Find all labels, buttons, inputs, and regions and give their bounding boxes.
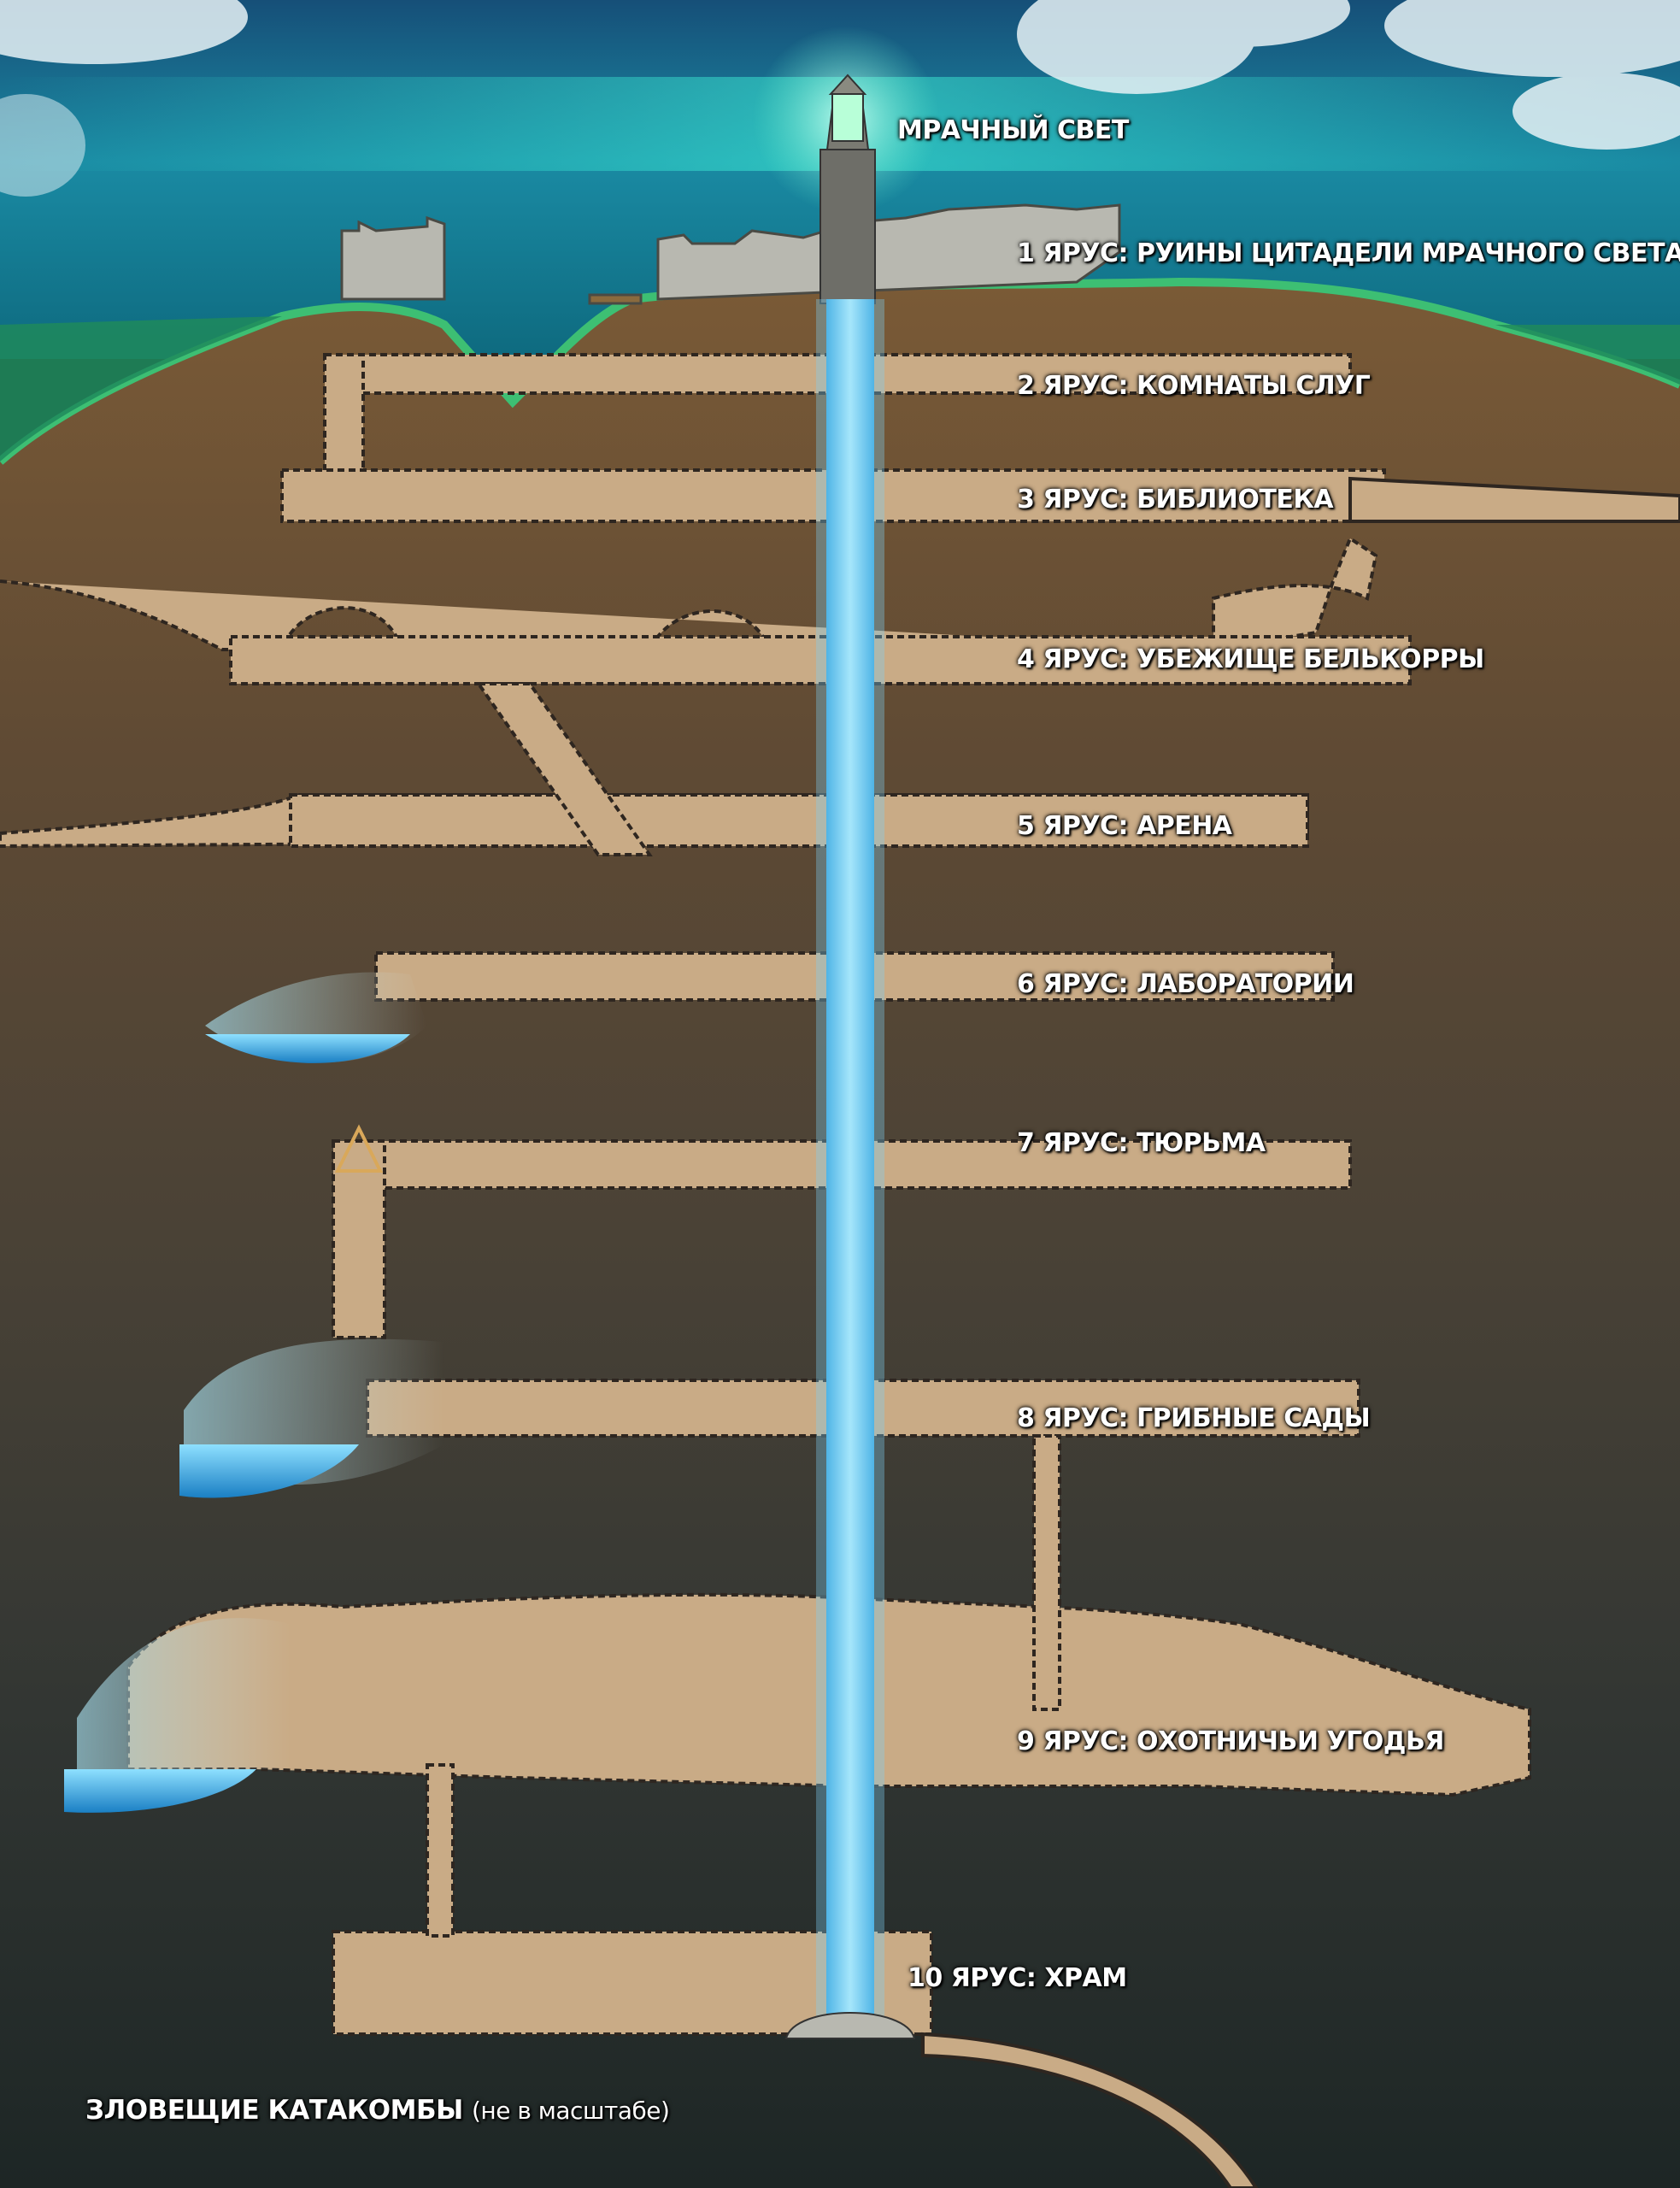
- light-shaft: [826, 299, 874, 2026]
- tier-1-label: 1 ЯРУС: РУИНЫ ЦИТАДЕЛИ МРАЧНОГО СВЕТА: [1017, 238, 1680, 268]
- tier-6-label: 6 ЯРУС: ЛАБОРАТОРИИ: [1017, 969, 1354, 999]
- shaft-base: [784, 2012, 916, 2039]
- clouds: [0, 0, 1680, 197]
- tier-10-label: 10 ЯРУС: ХРАМ: [908, 1963, 1127, 1993]
- tier-9-label: 9 ЯРУС: ОХОТНИЧЬИ УГОДЬЯ: [1017, 1726, 1444, 1756]
- underground-water: [64, 972, 444, 1813]
- caption-note: (не в масштабе): [472, 2097, 670, 2125]
- meadow-left: [0, 316, 282, 462]
- tier-3-label: 3 ЯРУС: БИБЛИОТЕКА: [1017, 485, 1334, 515]
- caption-title: ЗЛОВЕЩИЕ КАТАКОМБЫ: [85, 2095, 463, 2126]
- tier-5-label: 5 ЯРУС: АРЕНА: [1017, 811, 1232, 841]
- meadow-right: [1495, 325, 1680, 385]
- winch-frame: [334, 1124, 384, 1173]
- citadel-ruins: [340, 203, 1121, 305]
- tier-8-label: 8 ЯРУС: ГРИБНЫЕ САДЫ: [1017, 1403, 1371, 1433]
- beacon-label: МРАЧНЫЙ СВЕТ: [897, 115, 1129, 145]
- tier-2-label: 2 ЯРУС: КОМНАТЫ СЛУГ: [1017, 371, 1371, 401]
- tier-4-label: 4 ЯРУС: УБЕЖИЩЕ БЕЛЬКОРРЫ: [1017, 644, 1484, 674]
- tier-7-label: 7 ЯРУС: ТЮРЬМА: [1017, 1128, 1266, 1158]
- beacon-tower: [819, 74, 876, 304]
- map-caption: ЗЛОВЕЩИЕ КАТАКОМБЫ (не в масштабе): [85, 2095, 670, 2126]
